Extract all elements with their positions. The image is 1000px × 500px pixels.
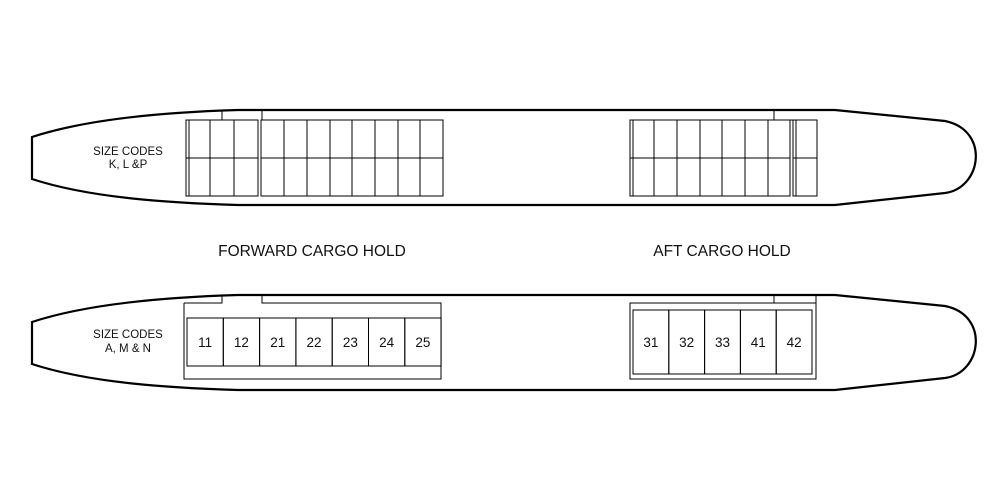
cargo-position-25-label: 25 <box>415 335 430 350</box>
cargo-position-11-label: 11 <box>198 335 212 350</box>
lower-fuselage-outline <box>30 293 977 392</box>
cargo-position-23-label: 23 <box>343 335 358 350</box>
upper-fuselage: SIZE CODES K, L &P <box>30 108 977 207</box>
upper-size-codes-values: K, L &P <box>109 159 148 171</box>
cargo-position-31-label: 31 <box>643 335 658 350</box>
upper-size-codes-title: SIZE CODES <box>93 146 163 158</box>
aft-cargo-hold-label: AFT CARGO HOLD <box>653 243 791 260</box>
lower-aft-door-mark <box>773 295 817 304</box>
lower-size-codes-title: SIZE CODES <box>93 329 163 341</box>
lower-size-codes-values: A, M & N <box>105 343 151 355</box>
cargo-position-42-label: 42 <box>787 335 802 350</box>
cargo-position-12-label: 12 <box>234 335 249 350</box>
forward-cargo-hold-label: FORWARD CARGO HOLD <box>218 243 406 260</box>
lower-forward-door-mark <box>184 295 223 304</box>
lower-aft-hold: 31 32 33 41 42 <box>629 302 817 380</box>
cargo-position-22-label: 22 <box>307 335 322 350</box>
upper-aft-door-mark <box>773 110 816 121</box>
cargo-position-42-box <box>775 309 813 375</box>
cargo-position-25-box <box>404 317 442 367</box>
cargo-position-24-label: 24 <box>379 335 395 350</box>
cargo-position-33-label: 33 <box>715 335 730 350</box>
lower-forward-hold: 11 12 21 22 23 24 25 <box>183 295 442 380</box>
upper-forward-compartment-a <box>185 119 259 197</box>
upper-forward-compartment-b <box>260 119 444 197</box>
upper-aft-compartment-b <box>792 119 818 197</box>
upper-aft-compartment-a <box>629 119 791 197</box>
lower-fuselage: 11 12 21 22 23 24 25 31 32 33 41 42 SIZE CODES A, … <box>30 293 977 392</box>
upper-fuselage-outline <box>30 108 977 207</box>
lower-aft-hold-frame <box>629 302 817 380</box>
lower-aft-positions: 31 32 33 41 42 <box>632 309 813 375</box>
cargo-position-21-label: 21 <box>270 335 285 350</box>
lower-forward-positions: 11 12 21 22 23 24 25 <box>186 317 442 367</box>
cargo-position-32-label: 32 <box>679 335 694 350</box>
cargo-position-41-label: 41 <box>751 335 766 350</box>
